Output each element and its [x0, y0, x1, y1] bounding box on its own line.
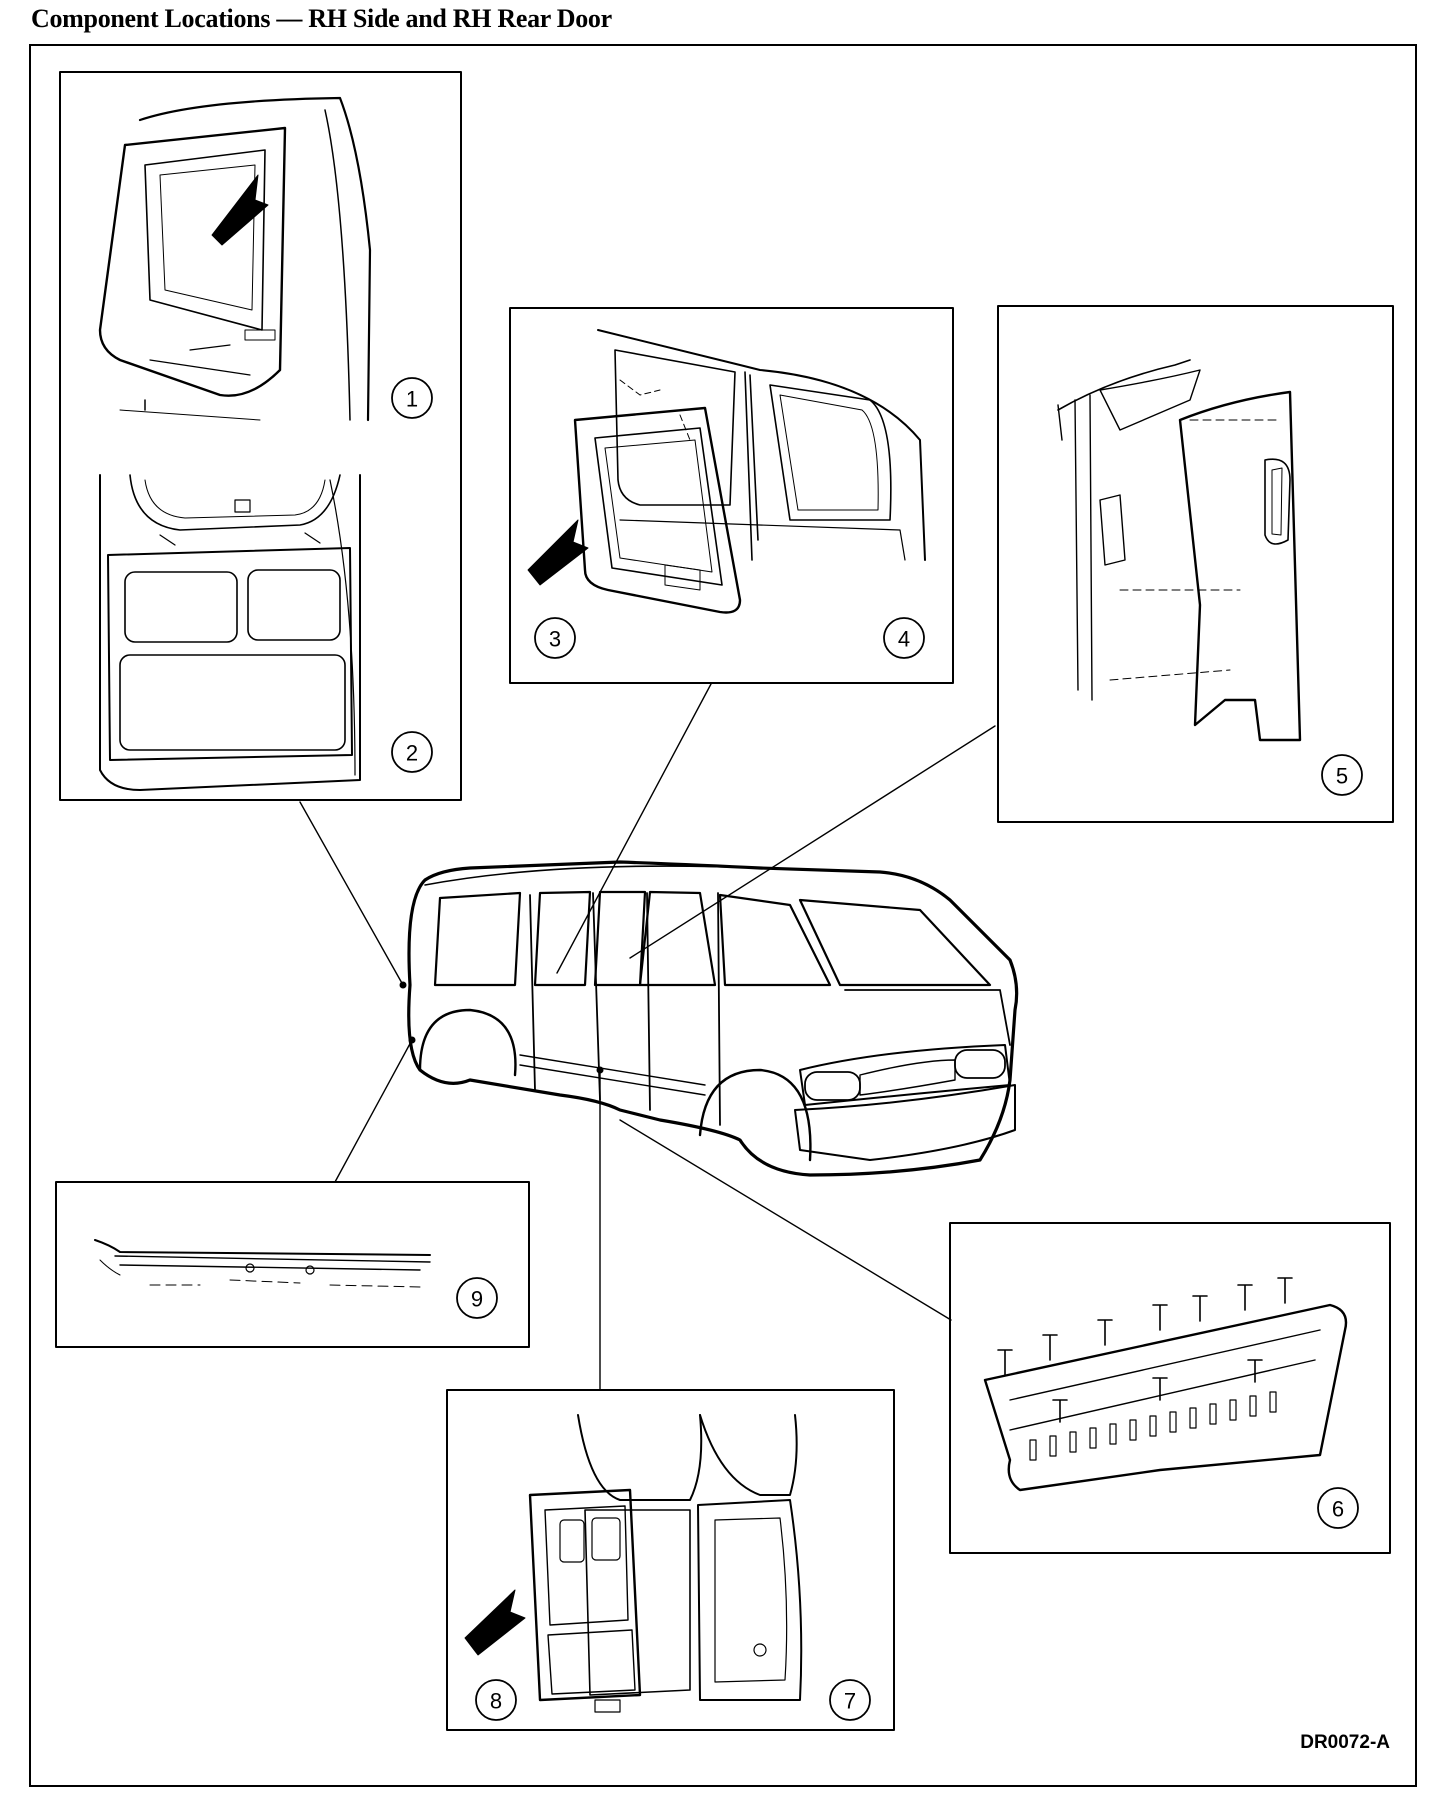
callout-6: 6	[1332, 1497, 1344, 1522]
figure-code: DR0072-A	[1300, 1732, 1390, 1753]
callout-4: 4	[898, 627, 910, 652]
callout-9: 9	[471, 1287, 483, 1312]
callout-7: 7	[844, 1689, 856, 1714]
panel-rear-doors	[446, 1389, 895, 1731]
panel-step-trim	[949, 1222, 1391, 1554]
panel-sill-molding	[55, 1181, 530, 1348]
callout-1: 1	[406, 387, 418, 412]
callouts	[391, 377, 1363, 1721]
page-title: Component Locations — RH Side and RH Rea…	[31, 4, 612, 33]
callout-3: 3	[549, 627, 561, 652]
panel-sliding-door-trim	[509, 307, 954, 684]
callout-8: 8	[490, 1689, 502, 1714]
panel-pillar-trim	[997, 305, 1394, 823]
panel-rear-door-trim	[59, 71, 462, 801]
leader-lines	[299, 683, 996, 1391]
callout-2: 2	[406, 741, 418, 766]
callout-5: 5	[1336, 764, 1348, 789]
diagram-frame	[29, 44, 1417, 1787]
van-illustration	[399, 860, 1019, 1177]
